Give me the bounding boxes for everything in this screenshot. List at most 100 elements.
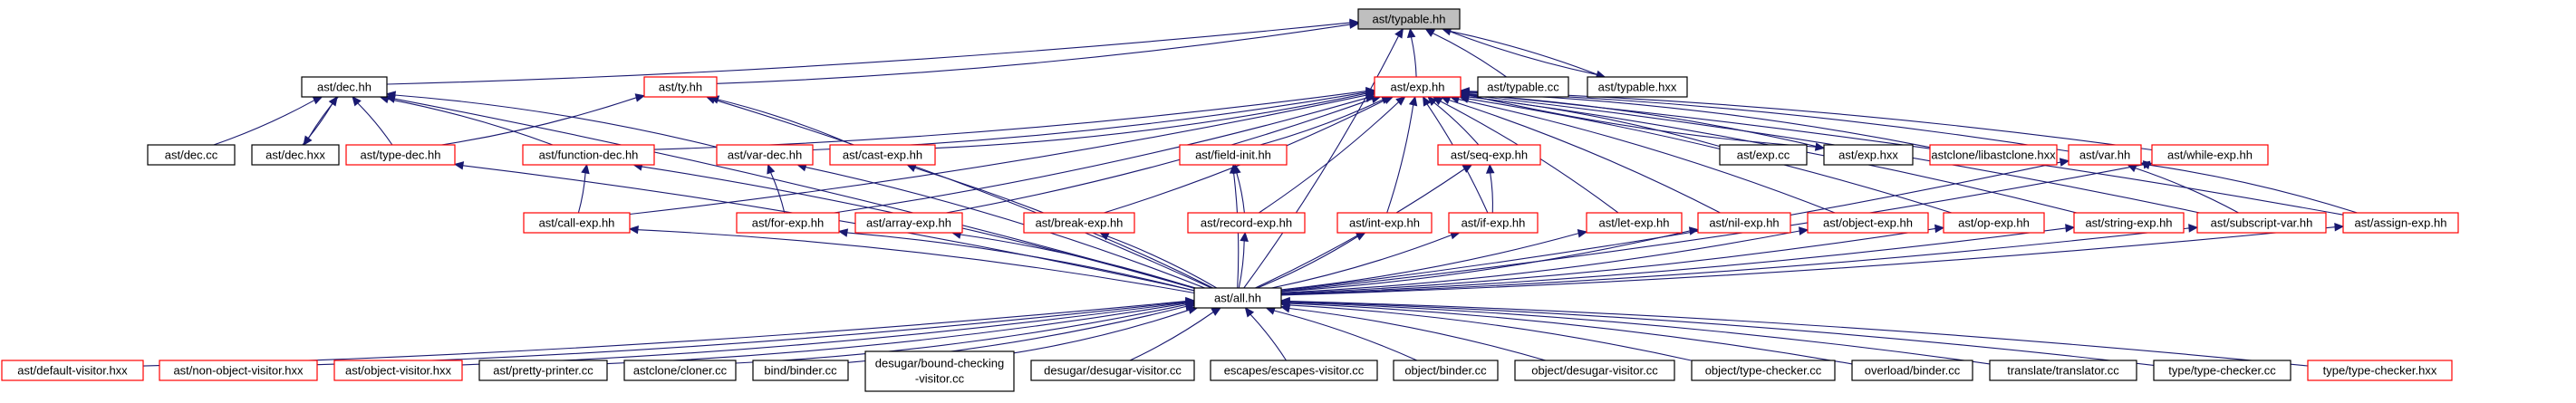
- dependency-edge-dec_hh-to-typable_hh: [386, 18, 1360, 85]
- edge-line: [441, 97, 637, 146]
- node-box: [1989, 360, 2137, 381]
- node-function-dec-hh[interactable]: ast/function-dec.hh: [522, 144, 655, 166]
- node-box: [2151, 144, 2269, 166]
- node-op-exp-hh[interactable]: ast/op-exp.hh: [1943, 212, 2045, 234]
- node-cast-exp-hh[interactable]: ast/cast-exp.hh: [829, 144, 936, 166]
- node-label: ast/int-exp.hh: [1349, 216, 1420, 229]
- node-break-exp-hh[interactable]: ast/break-exp.hh: [1023, 212, 1135, 234]
- dependency-edge-escapes_visitor_cc-to-all_hh: [1244, 307, 1287, 361]
- node-overload-binder-cc[interactable]: overload/binder.cc: [1851, 360, 1973, 381]
- edge-line: [1238, 240, 1245, 289]
- node-exp-hh[interactable]: ast/exp.hh: [1374, 76, 1462, 98]
- dependency-edge-seq_exp_hh-to-exp_hh: [1427, 96, 1480, 146]
- node-assign-exp-hh[interactable]: ast/assign-exp.hh: [2342, 212, 2459, 234]
- node-int-exp-hh[interactable]: ast/int-exp.hh: [1336, 212, 1433, 234]
- node-label: escapes/escapes-visitor.cc: [1224, 363, 1365, 377]
- node-dec-hxx[interactable]: ast/dec.hxx: [251, 144, 340, 166]
- node-label: ast/exp.cc: [1737, 148, 1790, 161]
- node-subscript-var-hh[interactable]: ast/subscript-var.hh: [2196, 212, 2327, 234]
- edge-line: [1288, 302, 1853, 365]
- edge-arrowhead: [1240, 231, 1249, 242]
- node-label: ast/dec.cc: [165, 148, 218, 161]
- edge-arrowhead: [1432, 96, 1443, 106]
- node-box: [2342, 212, 2459, 234]
- node-all-hh[interactable]: ast/all.hh: [1193, 287, 1282, 309]
- node-let-exp-hh[interactable]: ast/let-exp.hh: [1586, 212, 1683, 234]
- dependency-edge-all_hh-to-if_exp_hh: [1271, 231, 1461, 289]
- node-array-exp-hh[interactable]: ast/array-exp.hh: [854, 212, 963, 234]
- node-pretty-printer-cc[interactable]: ast/pretty-printer.cc: [478, 360, 608, 381]
- node-label: astclone/cloner.cc: [633, 363, 728, 377]
- edge-arrowhead: [1577, 229, 1588, 238]
- node-label: ast/ty.hh: [659, 80, 702, 93]
- node-type-dec-hh[interactable]: ast/type-dec.hh: [345, 144, 456, 166]
- node-record-exp-hh[interactable]: ast/record-exp.hh: [1187, 212, 1306, 234]
- edge-arrowhead: [303, 135, 313, 147]
- node-box: [1, 360, 144, 381]
- node-binder-cc[interactable]: bind/binder.cc: [752, 360, 849, 381]
- edge-line: [1259, 101, 1399, 214]
- node-call-exp-hh[interactable]: ast/call-exp.hh: [523, 212, 631, 234]
- dependency-edge-typable_cc-to-typable_hh: [1424, 28, 1507, 78]
- node-exp-cc[interactable]: ast/exp.cc: [1719, 144, 1808, 166]
- node-object-type-checker-cc[interactable]: object/type-checker.cc: [1691, 360, 1836, 381]
- node-if-exp-hh[interactable]: ast/if-exp.hh: [1448, 212, 1539, 234]
- edge-line: [1288, 302, 1991, 365]
- node-dec-cc[interactable]: ast/dec.cc: [147, 144, 236, 166]
- node-escapes-visitor-cc[interactable]: escapes/escapes-visitor.cc: [1210, 360, 1378, 381]
- node-seq-exp-hh[interactable]: ast/seq-exp.hh: [1437, 144, 1541, 166]
- node-box: [1179, 144, 1288, 166]
- node-for-exp-hh[interactable]: ast/for-exp.hh: [736, 212, 840, 234]
- node-label: ast/var.hh: [2079, 148, 2130, 161]
- edge-line: [1236, 172, 1245, 214]
- edge-arrowhead: [312, 96, 323, 105]
- edge-line: [1450, 31, 1605, 78]
- edge-line: [770, 172, 786, 214]
- edge-line: [946, 98, 1373, 214]
- node-box: [1393, 360, 1499, 381]
- node-cloner-cc[interactable]: astclone/cloner.cc: [623, 360, 737, 381]
- dependency-edge-all_hh-to-array_exp_hh: [950, 230, 1195, 289]
- node-type-checker-hxx[interactable]: type/type-checker.hxx: [2307, 360, 2453, 381]
- node-desugar-visitor-cc[interactable]: desugar/desugar-visitor.cc: [1030, 360, 1195, 381]
- dependency-edge-all_hh-to-for_exp_hh: [837, 228, 1195, 292]
- edge-line: [805, 167, 1205, 289]
- node-object-binder-cc[interactable]: object/binder.cc: [1393, 360, 1499, 381]
- node-libastclone-hxx[interactable]: astclone/libastclone.hxx: [1929, 144, 2058, 166]
- node-while-exp-hh[interactable]: ast/while-exp.hh: [2151, 144, 2269, 166]
- node-type-checker-cc[interactable]: type/type-checker.cc: [2153, 360, 2291, 381]
- node-var-hh[interactable]: ast/var.hh: [2068, 144, 2142, 166]
- node-default-visitor-hxx[interactable]: ast/default-visitor.hxx: [1, 360, 144, 381]
- node-box: [333, 360, 463, 381]
- dependency-edge-all_hh-to-call_exp_hh: [628, 225, 1195, 294]
- edge-line: [1273, 310, 1418, 361]
- node-box: [301, 76, 388, 98]
- node-translator-cc[interactable]: translate/translator.cc: [1989, 360, 2137, 381]
- dependency-edge-var_dec_hh-to-dec_hh: [385, 91, 718, 148]
- edge-arrowhead: [1799, 226, 1809, 235]
- node-string-exp-hh[interactable]: ast/string-exp.hh: [2073, 212, 2185, 234]
- edge-line: [394, 94, 718, 148]
- node-label: object/binder.cc: [1404, 363, 1487, 377]
- node-ty-hh[interactable]: ast/ty.hh: [643, 76, 718, 98]
- node-object-exp-hh[interactable]: ast/object-exp.hh: [1807, 212, 1929, 234]
- node-var-dec-hh[interactable]: ast/var-dec.hh: [716, 144, 814, 166]
- edge-line: [2135, 168, 2239, 214]
- edge-arrowhead: [328, 95, 338, 107]
- node-typable-cc[interactable]: ast/typable.cc: [1477, 76, 1569, 98]
- node-bound-checking-visitor-cc[interactable]: desugar/bound-checking-visitor.cc: [864, 350, 1015, 392]
- dependency-edge-subscript_var_hh-to-var_hh: [2127, 164, 2239, 214]
- node-field-init-hh[interactable]: ast/field-init.hh: [1179, 144, 1288, 166]
- node-label: ast/assign-exp.hh: [2355, 216, 2447, 229]
- node-exp-hxx[interactable]: ast/exp.hxx: [1823, 144, 1914, 166]
- node-box: [623, 360, 737, 381]
- node-typable-hxx[interactable]: ast/typable.hxx: [1587, 76, 1688, 98]
- node-label: astclone/libastclone.hxx: [1931, 148, 2056, 161]
- node-nil-exp-hh[interactable]: ast/nil-exp.hh: [1697, 212, 1791, 234]
- node-non-object-visitor-hxx[interactable]: ast/non-object-visitor.hxx: [159, 360, 318, 381]
- node-object-visitor-hxx[interactable]: ast/object-visitor.hxx: [333, 360, 463, 381]
- node-object-desugar-visitor-cc[interactable]: object/desugar-visitor.cc: [1514, 360, 1675, 381]
- node-box: [1719, 144, 1808, 166]
- node-dec-hh[interactable]: ast/dec.hh: [301, 76, 388, 98]
